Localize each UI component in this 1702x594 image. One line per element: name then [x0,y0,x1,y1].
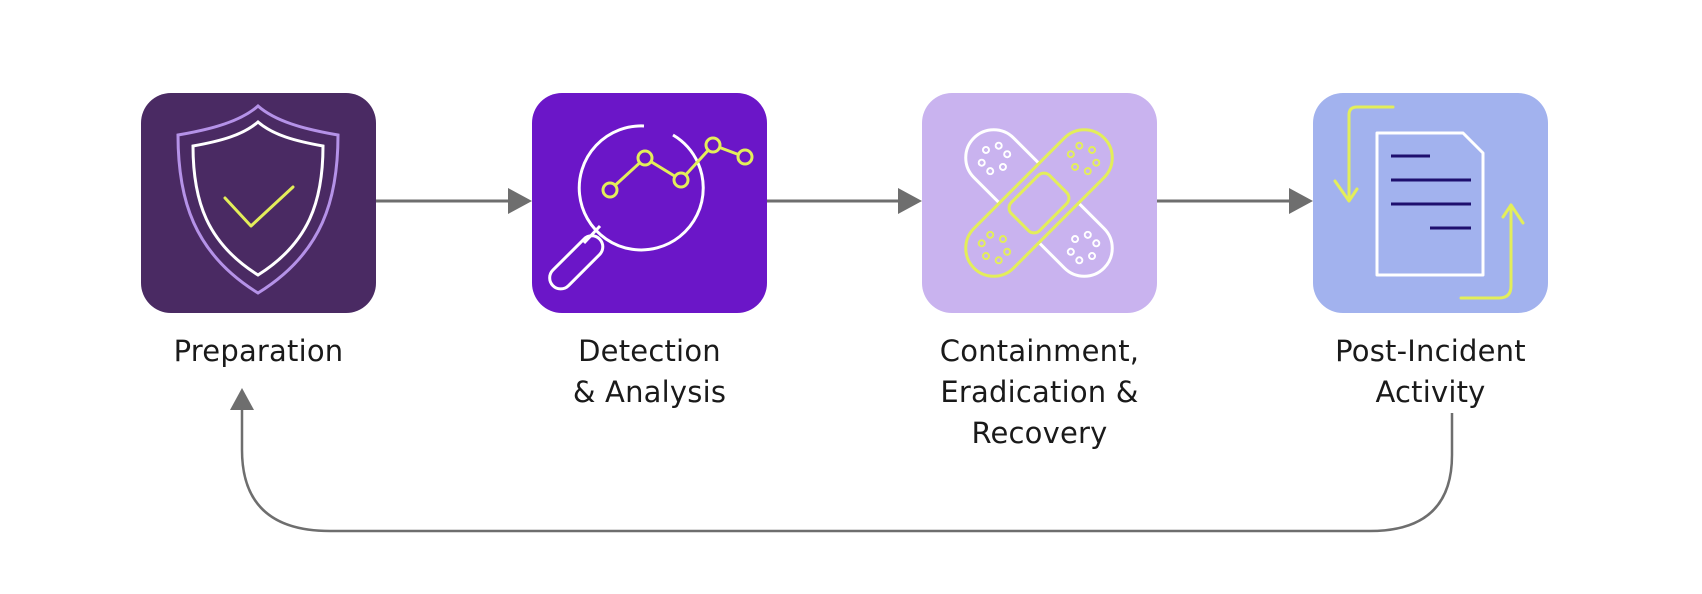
return-loop-connector [230,388,1454,533]
containment-tile [922,93,1157,313]
connector-detection-to-containment [767,188,922,214]
connector-containment-to-post-incident [1157,188,1313,214]
shield-check-icon [176,104,340,295]
arrowhead-up-icon [230,388,254,410]
magnifier-chart-icon [548,124,754,291]
preparation-tile [141,93,376,313]
step-label: Detection & Analysis [572,334,727,409]
connector-preparation-to-detection [375,188,532,214]
crossed-bandages-icon [964,128,1114,278]
step-detection-analysis: Detection & Analysis [532,93,767,409]
step-label: Post-Incident Activity [1335,334,1526,409]
arrowhead-icon [508,188,532,214]
step-label: Preparation [173,334,344,368]
post-incident-tile [1313,93,1548,313]
arrowhead-icon [1289,188,1313,214]
step-containment-eradication-recovery: Containment, Eradication & Recovery [922,93,1157,450]
document-cycle-icon [1333,105,1525,300]
step-label: Containment, Eradication & Recovery [939,334,1140,450]
step-preparation: Preparation [141,93,376,368]
arrowhead-icon [898,188,922,214]
step-post-incident-activity: Post-Incident Activity [1313,93,1548,409]
detection-analysis-tile [532,93,767,313]
